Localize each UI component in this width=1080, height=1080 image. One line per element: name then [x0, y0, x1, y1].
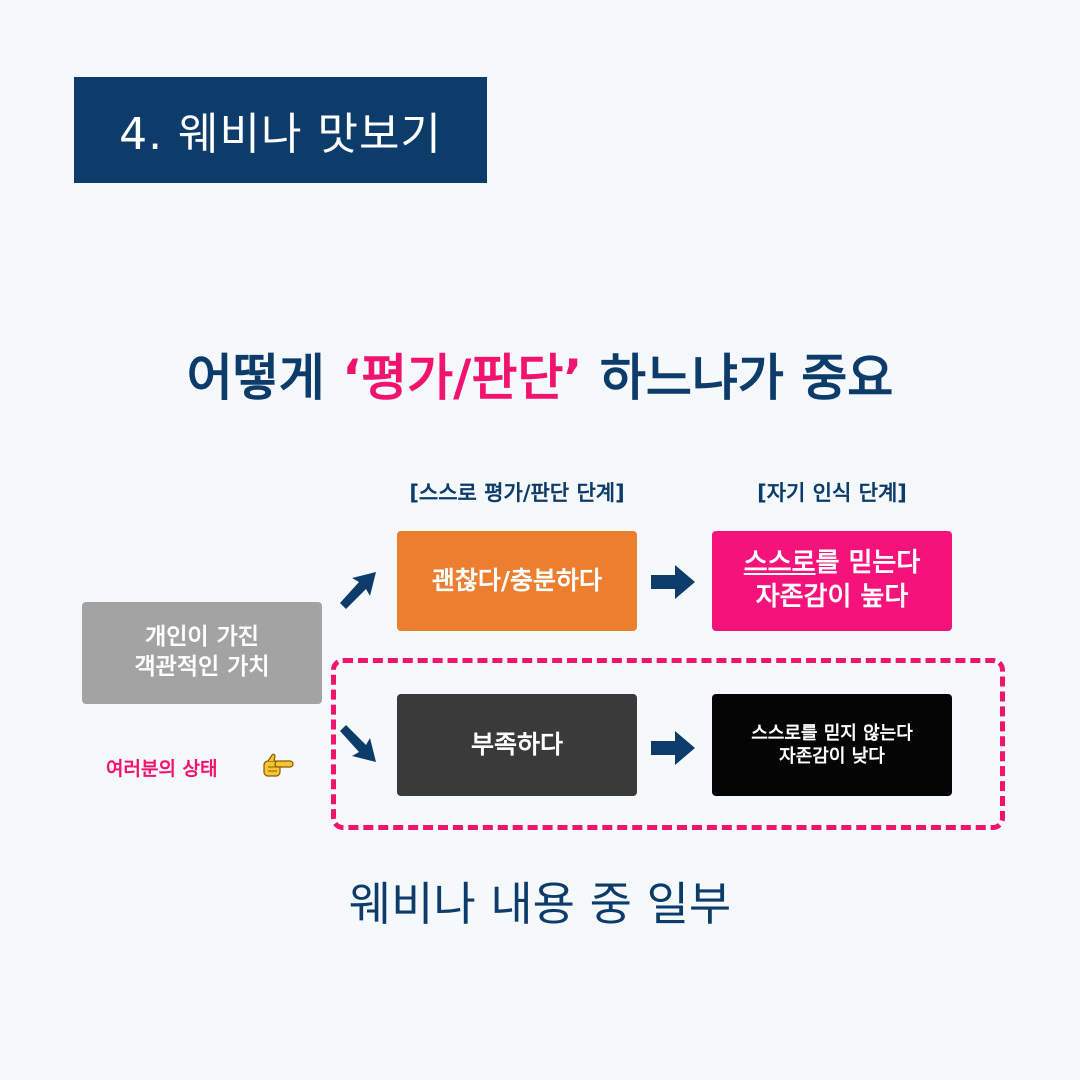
headline: 어떻게 ‘평가/판단’ 하느냐가 중요	[0, 338, 1080, 410]
stage-label-self-evaluation: [스스로 평가/판단 단계]	[409, 481, 625, 505]
low-self-esteem-line1: 스스로를 믿지 않는다	[751, 722, 913, 744]
footer-caption: 웨비나 내용 중 일부	[348, 877, 732, 931]
low-self-esteem-box: 스스로를 믿지 않는다 자존감이 낮다	[712, 694, 952, 796]
personal-value-line1: 개인이 가진	[145, 624, 259, 651]
stage-label-self-awareness: [자기 인식 단계]	[757, 481, 907, 505]
pointing-hand-icon	[263, 753, 294, 777]
section-title: 4. 웨비나 맛보기	[74, 77, 487, 183]
your-state-label: 여러분의 상태	[106, 758, 218, 780]
lacking-box: 부족하다	[397, 694, 637, 796]
enough-box: 괜찮다/충분하다	[397, 531, 637, 631]
high-self-esteem-line2: 자존감이 높다	[755, 582, 909, 612]
low-self-esteem-line2: 자존감이 낮다	[779, 746, 885, 767]
arrow-down-right-icon	[340, 725, 376, 762]
personal-value-line2: 객관적인 가치	[134, 654, 270, 680]
personal-value-box: 개인이 가진 객관적인 가치	[82, 602, 322, 704]
headline-prefix: 어떻게	[186, 349, 343, 407]
high-self-esteem-box: 스스로를 믿는다 자존감이 높다	[712, 531, 952, 631]
arrow-right-icon	[651, 565, 695, 599]
high-self-esteem-line1-rest: 를 믿는다	[815, 548, 921, 579]
high-self-esteem-underlined: 스스로	[743, 548, 816, 579]
your-state-highlight-frame	[331, 658, 1005, 830]
enough-label: 괜찮다/충분하다	[431, 565, 603, 595]
headline-highlight: ‘평가/판단’	[342, 349, 583, 407]
high-self-esteem-line1: 스스로를 믿는다	[744, 547, 921, 581]
headline-suffix: 하느냐가 중요	[582, 349, 894, 407]
arrow-up-right-icon	[340, 572, 376, 609]
arrow-right-icon	[651, 731, 695, 765]
lacking-label: 부족하다	[470, 729, 563, 759]
